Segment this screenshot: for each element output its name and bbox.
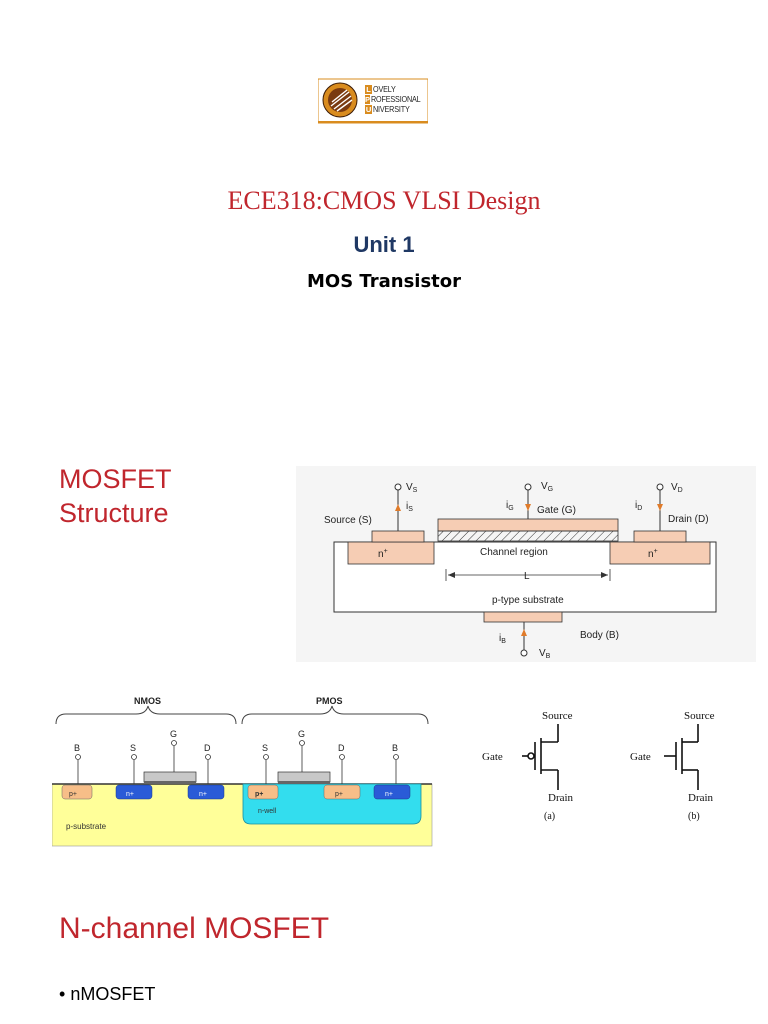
vb-label: VB xyxy=(539,648,551,660)
topic-title: MOS Transistor xyxy=(306,271,462,292)
symbol-b-caption: (b) xyxy=(688,811,700,822)
symbol-b-gate: Gate xyxy=(630,751,651,763)
channel-label: Channel region xyxy=(480,547,548,558)
body-label: Body (B) xyxy=(580,630,619,641)
bullet-icon: • xyxy=(59,984,66,1004)
region-label-4: p+ xyxy=(255,791,263,798)
is-arrow xyxy=(395,504,401,511)
pmos-label: PMOS xyxy=(316,696,343,706)
terminal-label-3: G xyxy=(170,729,177,739)
vs-label: VS xyxy=(406,482,418,494)
cmos-cross-section-diagram: NMOS PMOS p+ n+ n+ p+ p+ n+ B S G D S G … xyxy=(52,696,433,847)
university-logo xyxy=(317,78,429,124)
terminal-label-5: S xyxy=(262,743,268,753)
symbol-a-caption: (a) xyxy=(544,811,555,822)
region-p-plus-2 xyxy=(247,784,279,800)
drain-contact xyxy=(633,530,687,543)
unit-title: Unit 1 xyxy=(353,232,415,257)
p-substrate-label: p-substrate xyxy=(66,822,107,831)
section-heading-mosfet-structure: MOSFET Structure xyxy=(59,462,172,530)
body-contact xyxy=(483,611,563,623)
terminal-label-8: B xyxy=(392,743,398,753)
terminal-label-2: S xyxy=(130,743,136,753)
ig-label: iG xyxy=(506,500,514,512)
source-label: Source (S) xyxy=(324,515,372,526)
section-heading-n-channel: N-channel MOSFET xyxy=(59,912,330,945)
logo-emblem xyxy=(317,78,429,124)
nmos-brace xyxy=(55,705,237,725)
mosfet-structure-diagram: VS iS VG iG Gate (G) VD iD Drain (D) Sou… xyxy=(296,466,756,662)
is-label: iS xyxy=(406,501,413,513)
heading-line-2: Structure xyxy=(59,498,169,528)
symbol-a-gate: Gate xyxy=(482,751,503,763)
terminal-label-1: B xyxy=(74,743,80,753)
n-plus-drain xyxy=(609,541,711,565)
pmos-gate xyxy=(277,771,331,783)
terminal-label-4: D xyxy=(204,743,211,753)
mosfet-symbols-diagram: Source Gate Drain (a) Source Gate Drain … xyxy=(482,710,715,822)
gate-electrode xyxy=(437,518,619,532)
bullet-item-nmosfet: • nMOSFET xyxy=(59,984,155,1005)
symbol-a-source: Source xyxy=(542,710,573,722)
nmos-label: NMOS xyxy=(134,696,161,706)
terminal-label-6: G xyxy=(298,729,305,739)
id-label: iD xyxy=(635,500,642,512)
length-label: L xyxy=(524,571,530,582)
region-label-1: p+ xyxy=(69,791,77,798)
region-n-plus-3 xyxy=(373,784,411,800)
gate-oxide xyxy=(437,530,619,542)
ib-label: iB xyxy=(499,633,506,645)
region-p-plus-3 xyxy=(323,784,361,800)
vd-label: VD xyxy=(671,482,683,494)
id-arrow xyxy=(657,504,663,511)
n-plus-left-label: n+ xyxy=(378,548,388,560)
region-n-plus-1 xyxy=(115,784,153,800)
region-label-3: n+ xyxy=(199,791,207,798)
vg-label: VG xyxy=(541,481,553,493)
n-well-label: n-well xyxy=(258,808,277,815)
symbol-b-source: Source xyxy=(684,710,715,722)
symbol-b-drain: Drain xyxy=(688,792,714,804)
bullet-text: nMOSFET xyxy=(70,984,156,1004)
terminal-label-7: D xyxy=(338,743,345,753)
n-plus-source xyxy=(347,541,435,565)
region-label-2: n+ xyxy=(126,791,134,798)
gate-label: Gate (G) xyxy=(537,505,576,516)
nmos-gate xyxy=(143,771,197,783)
source-contact xyxy=(371,530,425,543)
drain-label: Drain (D) xyxy=(668,514,709,525)
heading-line-1: MOSFET xyxy=(59,464,172,494)
region-label-6: n+ xyxy=(385,791,393,798)
region-n-plus-2 xyxy=(187,784,225,800)
symbol-a-drain: Drain xyxy=(548,792,574,804)
course-title: ECE318:CMOS VLSI Design xyxy=(227,186,541,215)
substrate-label: p-type substrate xyxy=(492,595,564,606)
ig-arrow xyxy=(525,504,531,511)
n-plus-right-label: n+ xyxy=(648,548,658,560)
region-label-5: p+ xyxy=(335,791,343,798)
ib-arrow xyxy=(521,629,527,636)
pmos-brace xyxy=(241,705,429,725)
region-p-plus-1 xyxy=(61,784,93,800)
